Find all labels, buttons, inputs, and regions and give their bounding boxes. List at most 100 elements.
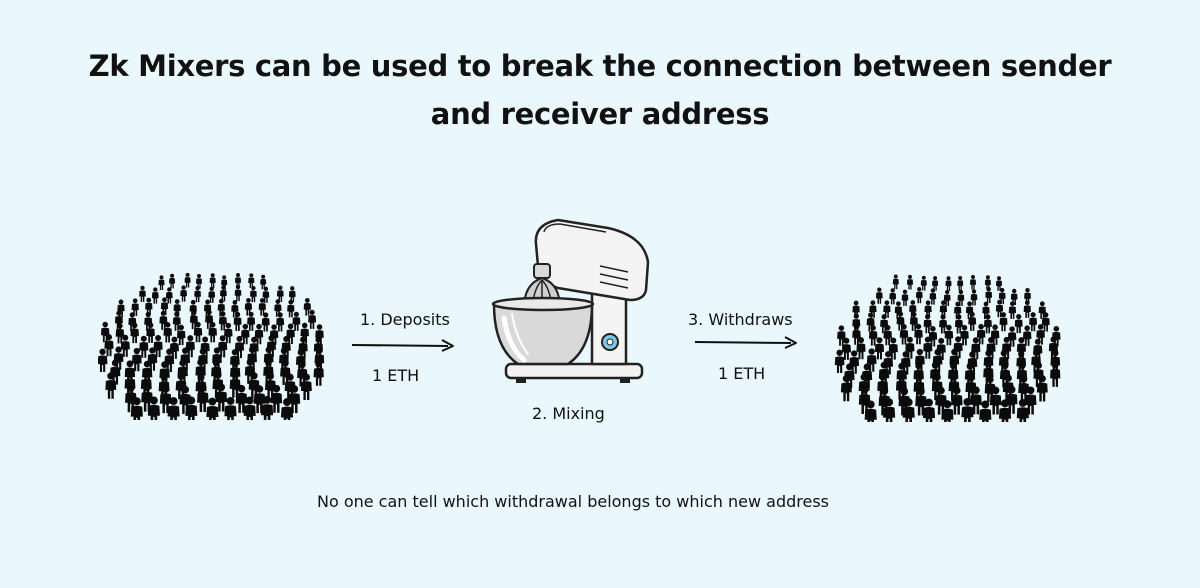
person-icon	[932, 276, 939, 291]
person-icon	[954, 314, 963, 334]
person-icon	[979, 400, 992, 422]
person-icon	[1016, 398, 1029, 422]
person-icon	[131, 347, 142, 372]
person-icon	[970, 386, 982, 415]
person-icon	[292, 311, 301, 331]
person-icon	[995, 276, 1003, 291]
person-icon	[185, 335, 195, 358]
person-icon	[288, 286, 296, 303]
person-icon	[130, 322, 139, 344]
person-icon	[260, 274, 267, 290]
person-icon	[868, 325, 878, 346]
person-icon	[169, 336, 179, 359]
person-icon	[163, 322, 172, 343]
stand-mixer-icon	[491, 218, 650, 383]
person-icon	[218, 311, 227, 331]
person-icon	[906, 274, 914, 290]
withdraw-arrow-icon	[694, 336, 797, 349]
person-icon	[944, 324, 954, 346]
person-icon	[270, 384, 283, 413]
person-icon	[208, 321, 217, 343]
person-icon	[276, 312, 285, 332]
person-icon	[165, 287, 173, 304]
person-icon	[960, 324, 969, 346]
person-icon	[233, 311, 242, 332]
person-icon	[194, 285, 201, 303]
person-icon	[1023, 300, 1031, 318]
person-icon	[206, 397, 219, 420]
receivers-crowd-icon	[834, 274, 1061, 422]
person-icon	[139, 285, 146, 302]
person-icon	[923, 314, 932, 334]
person-icon	[969, 275, 977, 290]
person-icon	[303, 298, 311, 316]
person-icon	[158, 275, 165, 290]
person-icon	[176, 324, 186, 346]
person-icon	[929, 288, 937, 305]
person-icon	[104, 334, 114, 357]
person-icon	[287, 299, 295, 318]
person-icon	[945, 276, 952, 291]
person-icon	[144, 311, 153, 332]
person-icon	[276, 285, 284, 302]
person-icon	[247, 311, 256, 331]
person-icon	[983, 314, 992, 334]
person-icon	[151, 287, 159, 304]
person-icon	[834, 349, 845, 374]
person-icon	[928, 326, 938, 347]
person-icon	[883, 324, 892, 346]
person-icon	[1050, 361, 1061, 387]
deposit-arrow-icon	[351, 339, 454, 352]
person-icon	[961, 397, 974, 422]
person-icon	[218, 335, 228, 358]
person-icon	[1029, 312, 1038, 332]
person-icon	[899, 324, 909, 345]
person-icon	[883, 398, 896, 422]
person-icon	[920, 275, 927, 291]
withdraw-label: 3. Withdraws	[688, 310, 793, 329]
person-icon	[864, 400, 877, 422]
person-icon	[1007, 326, 1017, 347]
person-icon	[939, 300, 948, 318]
person-icon	[224, 396, 237, 420]
person-icon	[241, 323, 250, 345]
caption: No one can tell which withdrawal belongs…	[316, 492, 830, 511]
person-icon	[184, 272, 191, 288]
person-icon	[193, 321, 203, 343]
person-icon	[939, 314, 948, 334]
person-icon	[856, 337, 866, 360]
person-icon	[880, 314, 889, 334]
person-icon	[224, 322, 233, 344]
person-icon	[999, 312, 1008, 332]
person-icon	[146, 322, 155, 343]
person-icon	[105, 372, 117, 399]
person-icon	[167, 397, 180, 420]
person-icon	[892, 274, 899, 290]
person-icon	[941, 400, 954, 422]
person-icon	[989, 386, 1002, 415]
person-icon	[985, 286, 993, 304]
person-icon	[145, 297, 153, 316]
person-icon	[153, 335, 163, 358]
person-icon	[1033, 362, 1044, 388]
person-icon	[841, 337, 851, 360]
person-icon	[209, 273, 216, 288]
person-icon	[248, 273, 255, 288]
person-icon	[234, 284, 242, 302]
person-icon	[185, 396, 198, 420]
person-icon	[922, 398, 936, 422]
person-icon	[243, 396, 256, 420]
person-icon	[164, 348, 175, 372]
person-icon	[1036, 375, 1048, 402]
withdraw-amount: 1 ETH	[718, 364, 766, 383]
person-icon	[208, 286, 216, 303]
person-icon	[951, 386, 963, 415]
person-icon	[169, 273, 176, 289]
person-icon	[875, 287, 883, 304]
person-icon	[220, 285, 227, 302]
person-icon	[130, 397, 143, 420]
person-icon	[998, 399, 1012, 422]
person-icon	[923, 336, 933, 359]
diagram-title: Zk Mixers can be used to break the conne…	[0, 42, 1200, 138]
person-icon	[313, 360, 324, 386]
